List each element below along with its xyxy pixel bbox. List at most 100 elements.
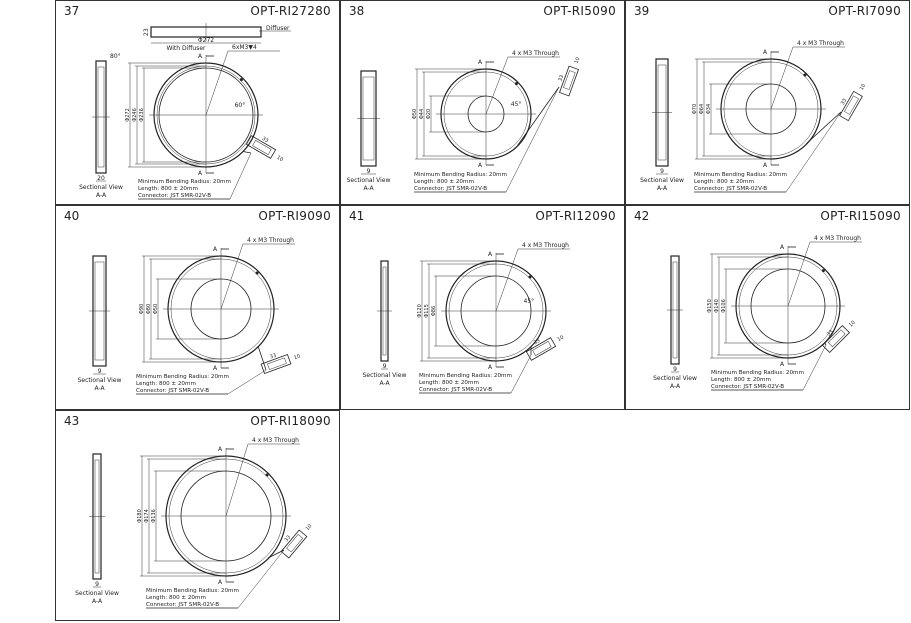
diameter-label: Φ80 [146,304,152,314]
section-name-label: A-A [96,192,107,199]
note-leader-line [237,549,285,609]
hole-spec-label: 4 x M3 Through [247,237,294,244]
model-name: OPT-RI12090 [535,209,616,223]
note-line: Minimum Bending Radius: 20mm [694,172,787,178]
hole-leader-line [495,248,519,312]
sectional-view-label: Sectional View [347,177,391,184]
cable [517,86,560,146]
diameter-label: Φ50 [412,109,418,119]
section-marker-top: A [218,446,223,453]
note-line: Minimum Bending Radius: 20mm [136,374,229,380]
sectional-view-label: Sectional View [363,372,407,379]
hole-leader-line [205,50,229,116]
drawing-number: 38 [349,4,365,18]
diameter-label: Φ34 [706,104,712,114]
diameter-label: Φ174 [144,509,150,522]
diameter-label: Φ136 [151,509,157,522]
diameter-label: Φ106 [721,299,727,312]
diameter-label: Φ86 [431,306,437,316]
connector-width-label: 10 [859,83,867,92]
cable [824,342,827,346]
sectional-view-label: Sectional View [640,177,684,184]
section-width-label: 20 [97,175,105,182]
connector-pins [286,534,304,553]
diameter-label: Φ272 [125,108,131,121]
section-width-label: 9 [367,168,371,175]
note-line: Connector: JST SMR-02V-B [419,387,492,393]
diameter-label: Φ50 [153,304,159,314]
drawing-number: 41 [349,209,365,223]
note-line: Minimum Bending Radius: 20mm [414,172,507,178]
mounting-hole [265,473,269,477]
connector: 33 10 [558,56,582,97]
section-name-label: A-A [670,383,681,390]
note-line: Length: 800 ± 20mm [146,595,206,601]
connector-length-label: 33 [558,74,566,82]
connector-width-label: 10 [574,56,582,64]
diffuser-label: Diffuser [266,25,290,32]
hole-angle-label: 45° [524,298,535,305]
connector-body [525,337,557,361]
section-marker-bottom: A [218,579,223,586]
drawing-number: 40 [64,209,80,223]
connector-length-label: 33 [261,136,270,144]
diameter-label: Φ70 [692,104,698,114]
section-width-label: 9 [98,368,102,375]
note-line: Connector: JST SMR-02V-B [711,384,784,390]
cable [242,151,252,154]
hole-spec-label: 4 x M3 Through [522,242,569,249]
connector-width-label: 10 [556,335,565,343]
mounting-hole [821,269,825,273]
section-width-label: 9 [673,366,677,373]
note-leader-line [229,152,252,200]
diameter-label: Φ246 [132,108,138,121]
note-line: Connector: JST SMR-02V-B [694,186,767,192]
note-line: Minimum Bending Radius: 20mm [711,370,804,376]
top-view-caption: With Diffuser [166,45,206,52]
diameter-label: Φ140 [714,299,720,312]
hole-angle-label: 60° [235,102,246,109]
sectional-view-label: Sectional View [653,375,697,382]
connector-body [245,135,277,159]
note-line: Connector: JST SMR-02V-B [414,186,487,192]
cable [805,111,842,145]
connector-pins [267,357,287,370]
section-marker-top: A [478,59,483,66]
note-line: Minimum Bending Radius: 20mm [138,179,231,185]
note-leader-line [802,344,827,391]
section-name-label: A-A [363,185,374,192]
hole-leader-line [787,241,811,307]
connector-pins [827,329,846,348]
note-line: Connector: JST SMR-02V-B [136,388,209,394]
hole-spec-label: 6xM3▼4 [232,44,257,51]
connector-width-label: 10 [293,353,301,361]
model-name: OPT-RI5090 [543,4,616,18]
note-line: Length: 800 ± 20mm [694,179,754,185]
note-line: Length: 800 ± 20mm [414,179,474,185]
model-name: OPT-RI27280 [250,4,331,18]
drawing-number: 39 [634,4,650,18]
hole-leader-line [220,243,244,310]
connector-length-label: 33 [533,338,542,346]
section-width-label: 9 [660,168,664,175]
mounting-hole [255,271,259,275]
section-marker-top: A [488,251,493,258]
connector-pins [252,140,272,155]
connector-length-label: 33 [269,353,277,361]
connector: 33 10 [525,335,565,361]
mounting-hole [239,78,243,82]
section-marker-bottom: A [488,364,493,371]
connector: 33 10 [260,353,301,374]
connector-body [559,65,579,97]
